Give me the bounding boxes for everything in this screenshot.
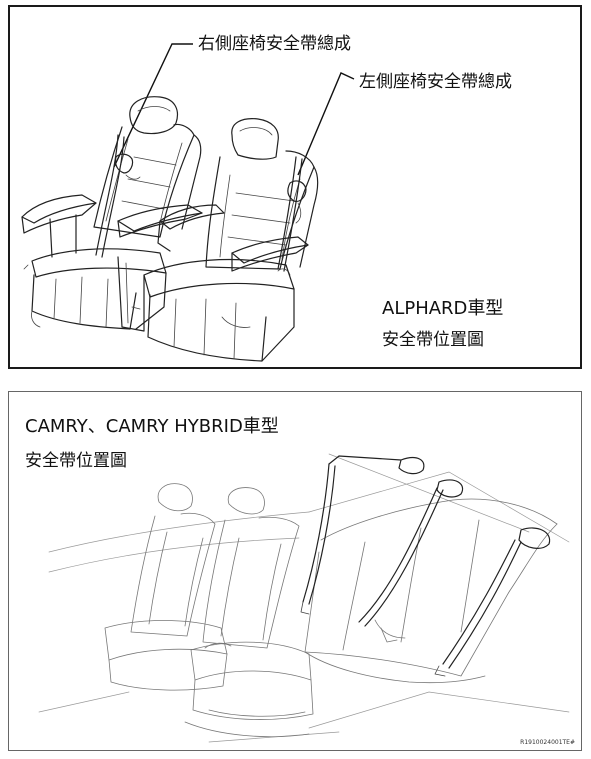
front-right-seat-drawing — [184, 487, 314, 738]
right-seat-callout-leader — [113, 43, 193, 168]
front-left-seat-drawing — [104, 483, 232, 691]
rear-bench-drawing — [304, 498, 558, 684]
alphard-model-title: ALPHARD車型 — [382, 298, 504, 319]
camry-diagram-caption: 安全帶位置圖 — [25, 451, 127, 471]
seat-belts-drawing — [300, 455, 551, 677]
alphard-diagram-caption: 安全帶位置圖 — [382, 330, 484, 350]
reference-code: R1910024001TE# — [520, 739, 575, 746]
camry-seats-illustration — [38, 453, 570, 743]
left-seat-drawing — [117, 118, 319, 362]
right-seat-belt-callout: 右側座椅安全帶總成 — [198, 34, 351, 54]
alphard-diagram-panel: 右側座椅安全帶總成 左側座椅安全帶總成 ALPHARD車型 安全帶位置圖 — [8, 5, 582, 369]
left-seat-callout-leader — [297, 72, 355, 176]
cabin-outline — [38, 453, 570, 743]
alphard-seats-illustration — [21, 43, 355, 362]
right-seat-drawing — [21, 96, 203, 330]
camry-model-title: CAMRY、CAMRY HYBRID車型 — [25, 416, 279, 437]
left-seat-belt-callout: 左側座椅安全帶總成 — [359, 72, 512, 92]
camry-diagram-panel: CAMRY、CAMRY HYBRID車型 安全帶位置圖 R1910024001T… — [8, 391, 582, 751]
